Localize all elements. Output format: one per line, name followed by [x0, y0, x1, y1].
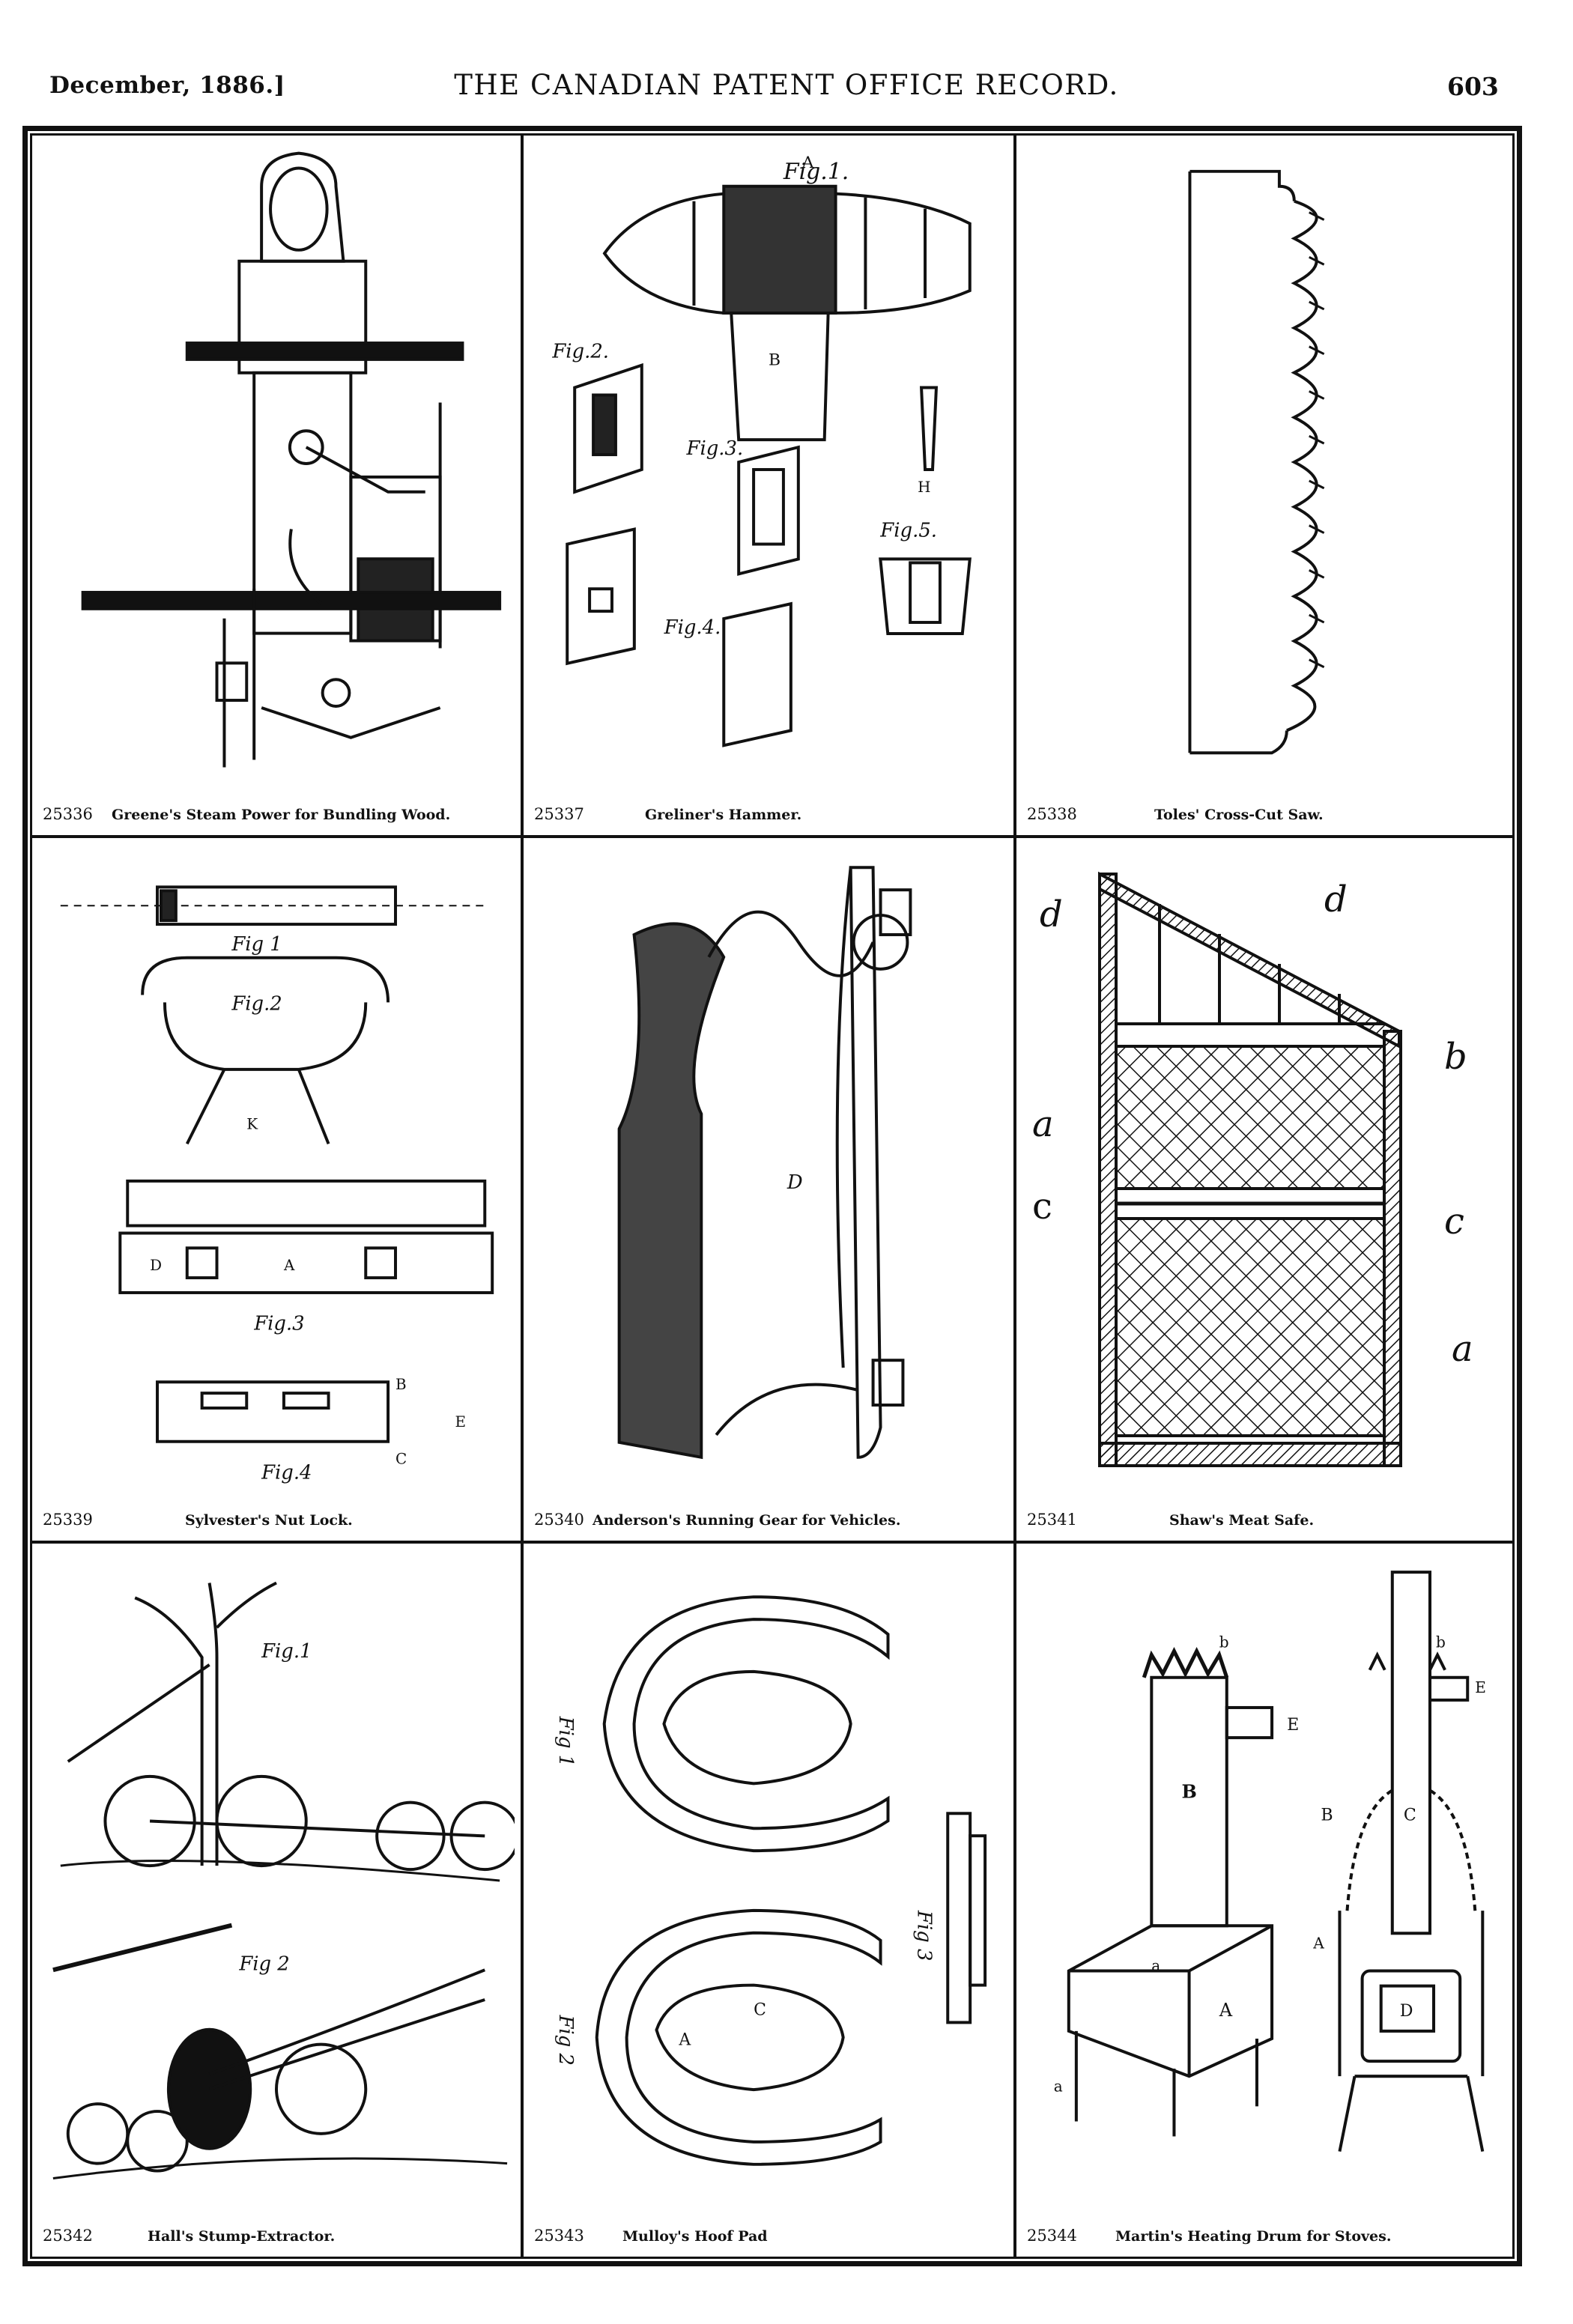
stove-label-b-small2: b	[1436, 1633, 1446, 1651]
caption: 25339 Sylvester's Nut Lock.	[43, 1503, 513, 1529]
stove-label-a-big1: A	[1219, 2000, 1233, 2021]
stove-label-e2: E	[1475, 1678, 1486, 1696]
hoof-fig3-label: Fig 3	[912, 1910, 935, 1962]
outer-frame	[22, 126, 1522, 2266]
hammer-label-h: H	[918, 479, 930, 496]
stump-fig1-label: Fig.1	[261, 1640, 312, 1663]
stove-label-b1: B	[1182, 1781, 1197, 1803]
nutlock-fig4-label: Fig.4	[261, 1461, 312, 1484]
caption: 25343 Mulloy's Hoof Pad	[534, 2219, 1006, 2245]
hammer-icon: Fig.1. A B Fig.2. Fig.3. Fig.4. Fig.5. H	[530, 142, 1007, 790]
nutlock-fig3-label: Fig.3	[253, 1313, 304, 1335]
safe-label-c1: c	[1032, 1186, 1052, 1228]
caption: 25336 Greene's Steam Power for Bundling …	[43, 798, 513, 823]
nutlock-label-d: D	[150, 1257, 162, 1274]
hammer-fig2-label: Fig.2.	[551, 341, 609, 363]
patent-cell-25344: B E b A a B C D A E b a	[1016, 1544, 1512, 2257]
page-number: 603	[1447, 72, 1499, 101]
nutlock-label-c: C	[395, 1451, 407, 1468]
safe-label-b: b	[1444, 1036, 1467, 1078]
stove-label-a-small2: a	[1054, 2077, 1063, 2095]
gear-label-d: D	[786, 1171, 803, 1194]
nutlock-label-a: A	[283, 1257, 295, 1274]
patent-cell-25342: Fig.1 Fig 2 25342 Hall's Stump-Extractor…	[32, 1544, 524, 2257]
hammer-fig5-label: Fig.5.	[879, 520, 937, 542]
patent-number: 25336	[43, 805, 93, 823]
patent-title: Martin's Heating Drum for Stoves.	[1115, 2228, 1392, 2245]
caption: 25341 Shaw's Meat Safe.	[1027, 1503, 1505, 1529]
safe-label-d1: d	[1040, 894, 1063, 935]
stove-label-b-small1: b	[1219, 1633, 1229, 1651]
nutlock-label-b: B	[395, 1376, 407, 1393]
stove-label-a-small1: a	[1151, 1957, 1160, 1975]
patent-title: Toles' Cross-Cut Saw.	[1154, 807, 1324, 823]
running-head: December, 1886.] THE CANADIAN PATENT OFF…	[0, 0, 1573, 112]
safe-label-c2: c	[1444, 1201, 1464, 1243]
stove-label-d: D	[1400, 2001, 1413, 2021]
patent-number: 25337	[534, 805, 584, 823]
hoof-fig2-label: Fig 2	[554, 2014, 577, 2066]
patent-cell-25337: Fig.1. A B Fig.2. Fig.3. Fig.4. Fig.5. H	[524, 136, 1016, 838]
patent-grid: 25336 Greene's Steam Power for Bundling …	[32, 136, 1512, 2257]
patent-title: Mulloy's Hoof Pad	[622, 2228, 768, 2245]
patent-cell-25341: d d b a c c a 25341 Shaw's Meat Safe.	[1016, 838, 1512, 1544]
patent-cell-25339: Fig 1 Fig.2 K A D Fig.3 Fig.4 B C E	[32, 838, 524, 1544]
patent-number: 25339	[43, 1511, 93, 1529]
patent-title: Sylvester's Nut Lock.	[185, 1512, 353, 1529]
hoof-label-c: C	[754, 2000, 766, 2019]
patent-cell-25340: D 25340 Anderson's Running Gear for Vehi…	[524, 838, 1016, 1544]
running-gear-icon: D	[530, 844, 1007, 1496]
patent-cell-25336: 25336 Greene's Steam Power for Bundling …	[32, 136, 524, 838]
patent-cell-25338: 25338 Toles' Cross-Cut Saw.	[1016, 136, 1512, 838]
header-date: December, 1886.]	[49, 72, 285, 99]
caption: 25337 Greliner's Hammer.	[534, 798, 1006, 823]
patent-cell-25343: Fig 1 Fig 2 A C Fig 3 25343 Mulloy's Hoo…	[524, 1544, 1016, 2257]
patent-number: 25340	[534, 1511, 584, 1529]
safe-label-a1: a	[1032, 1103, 1054, 1145]
patent-title: Greene's Steam Power for Bundling Wood.	[112, 807, 451, 823]
patent-number: 25342	[43, 2227, 93, 2245]
cross-cut-saw-icon	[1022, 142, 1506, 790]
nutlock-label-e: E	[455, 1413, 467, 1430]
caption: 25344 Martin's Heating Drum for Stoves.	[1027, 2219, 1505, 2245]
stump-fig2-label: Fig 2	[238, 1953, 289, 1975]
nutlock-fig2-label: Fig.2	[231, 992, 282, 1015]
patent-title: Hall's Stump-Extractor.	[148, 2228, 336, 2245]
inner-frame	[30, 133, 1515, 2259]
meat-safe-icon: d d b a c c a	[1022, 844, 1506, 1496]
patent-number: 25343	[534, 2227, 584, 2245]
stove-label-b2: B	[1321, 1806, 1333, 1825]
stove-label-c: C	[1404, 1806, 1416, 1825]
caption: 25342 Hall's Stump-Extractor.	[43, 2219, 513, 2245]
patent-number: 25338	[1027, 805, 1077, 823]
hoof-label-a: A	[678, 2030, 691, 2049]
hammer-label-a: A	[801, 154, 815, 172]
nutlock-label-k: K	[246, 1115, 258, 1132]
hammer-fig4-label: Fig.4.	[664, 616, 721, 639]
patent-title: Shaw's Meat Safe.	[1169, 1512, 1315, 1529]
hammer-label-b: B	[769, 351, 781, 370]
patent-title: Anderson's Running Gear for Vehicles.	[592, 1512, 901, 1529]
safe-label-d2: d	[1324, 879, 1348, 920]
hammer-fig3-label: Fig.3.	[686, 437, 744, 460]
header-title: THE CANADIAN PATENT OFFICE RECORD.	[454, 69, 1119, 101]
patent-title: Greliner's Hammer.	[645, 807, 802, 823]
hammer-fig1-label: Fig.1.	[783, 159, 849, 185]
patent-number: 25344	[1027, 2227, 1077, 2245]
stove-label-a-big2: A	[1312, 1934, 1324, 1952]
nutlock-fig1-label: Fig 1	[231, 933, 282, 956]
patent-number: 25341	[1027, 1511, 1077, 1529]
steam-bundling-machine-icon	[38, 142, 515, 790]
caption: 25338 Toles' Cross-Cut Saw.	[1027, 798, 1505, 823]
hoof-fig1-label: Fig 1	[554, 1716, 577, 1768]
heating-drum-icon: B E b A a B C D A E b a	[1022, 1550, 1506, 2212]
stove-label-e1: E	[1287, 1715, 1299, 1735]
nut-lock-icon: Fig 1 Fig.2 K A D Fig.3 Fig.4 B C E	[38, 844, 515, 1496]
safe-label-a2: a	[1452, 1328, 1473, 1370]
stump-extractor-icon: Fig.1 Fig 2	[38, 1550, 515, 2212]
hoof-pad-icon: Fig 1 Fig 2 A C Fig 3	[530, 1550, 1007, 2212]
caption: 25340 Anderson's Running Gear for Vehicl…	[534, 1503, 1006, 1529]
